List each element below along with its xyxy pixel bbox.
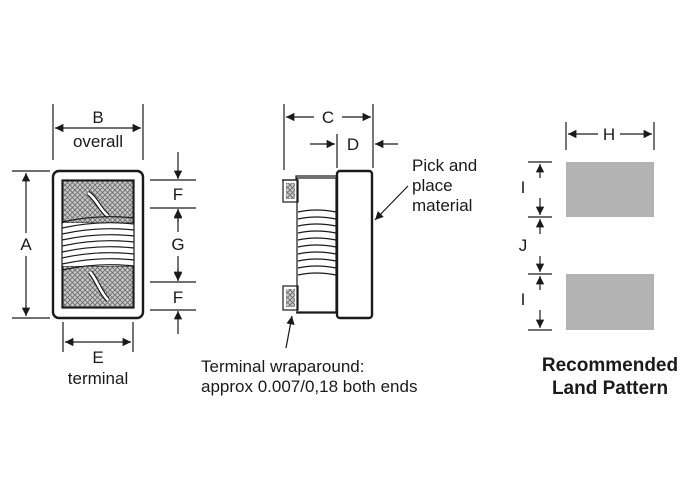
dim-j-label: J bbox=[519, 236, 528, 255]
dim-i-bottom-label: I bbox=[521, 290, 526, 309]
dim-f-bottom-label: F bbox=[173, 288, 183, 307]
side-windings bbox=[297, 209, 337, 276]
bottom-terminal-wrap bbox=[282, 285, 299, 311]
dim-c-label: C bbox=[322, 108, 334, 127]
dim-a-label: A bbox=[20, 235, 32, 254]
wraparound-caption-2: approx 0.007/0,18 both ends bbox=[201, 377, 417, 396]
component-body-outline bbox=[51, 169, 145, 320]
land-pattern-title-2: Land Pattern bbox=[552, 378, 668, 399]
dim-g-label: G bbox=[171, 235, 184, 254]
dim-b-caption: overall bbox=[73, 132, 123, 151]
land-pad-top bbox=[566, 162, 654, 217]
dim-f-top-label: F bbox=[173, 185, 183, 204]
dim-e-caption: terminal bbox=[68, 369, 128, 388]
land-pad-bottom bbox=[566, 274, 654, 330]
pick-place-caption-2: place bbox=[412, 176, 453, 195]
pick-place-plate bbox=[335, 169, 374, 320]
dim-e-label: E bbox=[92, 348, 103, 367]
front-view: B overall E terminal A F G F bbox=[12, 104, 196, 388]
land-pattern: H I J I Recommended Land Pattern bbox=[519, 122, 678, 399]
side-view: C D Pick and place material Terminal wra… bbox=[201, 104, 477, 396]
top-terminal-wrap bbox=[282, 179, 299, 203]
land-pattern-title-1: Recommended bbox=[542, 355, 678, 376]
dim-h-label: H bbox=[603, 125, 615, 144]
dim-d-label: D bbox=[347, 135, 359, 154]
pick-place-caption-1: Pick and bbox=[412, 156, 477, 175]
dim-b-label: B bbox=[92, 108, 103, 127]
wraparound-caption-1: Terminal wraparound: bbox=[201, 357, 364, 376]
side-core bbox=[296, 177, 337, 313]
component-inner-frame bbox=[61, 179, 135, 309]
wraparound-leader bbox=[285, 315, 295, 349]
dim-i-top-label: I bbox=[521, 178, 526, 197]
coil-windings bbox=[61, 216, 135, 271]
pick-place-leader bbox=[374, 185, 409, 221]
pick-place-caption-3: material bbox=[412, 196, 472, 215]
